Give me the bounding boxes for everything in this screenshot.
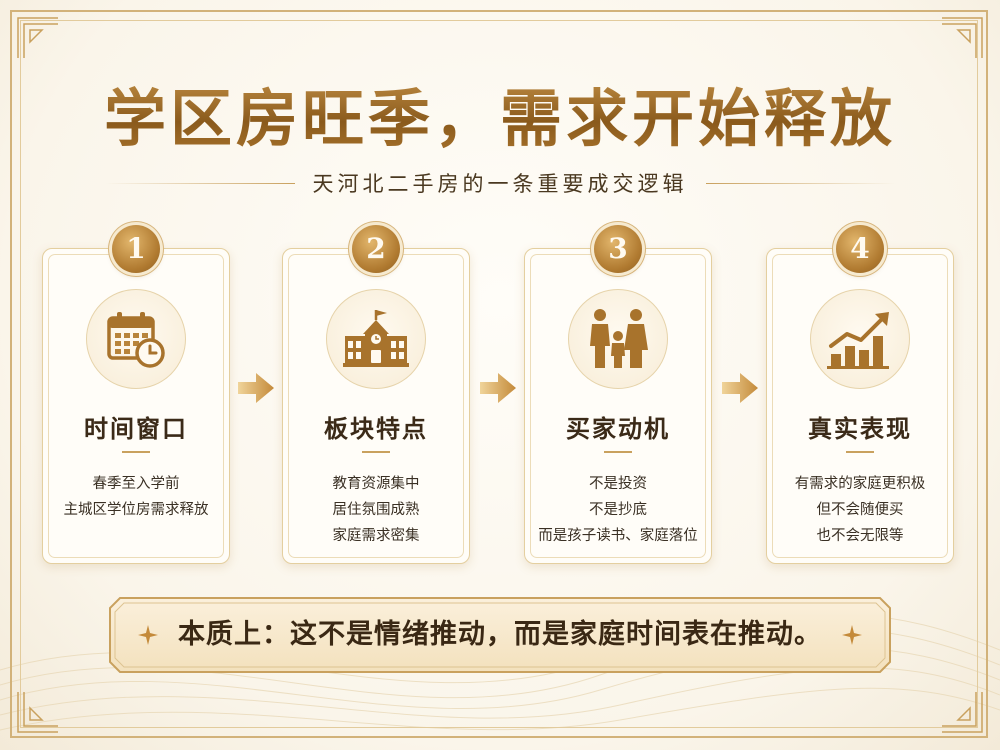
sparkle-icon [138,625,158,645]
subtitle-line-left [104,182,295,184]
card-line: 主城区学位房需求释放 [63,502,209,518]
banner-frame [109,597,891,673]
card-line: 而是孩子读书、家庭落位 [538,528,698,544]
rising-bar-chart-icon [827,312,889,369]
card-line: 家庭需求密集 [332,528,420,544]
step-number-badge: 4 [836,225,884,273]
arrow-right-icon [236,368,276,408]
card-description: 有需求的家庭更积极 但不会随便买 也不会无限等 [767,471,953,549]
icon-circle [810,289,910,389]
page-subtitle: 天河北二手房的一条重要成交逻辑 [312,172,688,196]
step-card-4: 4 真实表现 有需求的家庭更积极 但不会随便买 也不会无限等 [766,225,954,564]
arrow-right-icon [720,368,760,408]
subtitle-line-right [705,182,896,184]
subtitle-row: 天河北二手房的一条重要成交逻辑 [0,168,1000,198]
step-number-badge: 2 [352,225,400,273]
card-line: 但不会随便买 [816,502,904,518]
page-title: 学区房旺季，需求开始释放 [0,68,1000,158]
step-card-3: 3 买家动机 不是投资 不是抄底 而是孩子读书、家庭落位 [524,225,712,564]
inner-border [20,20,978,728]
school-building-icon [343,310,409,367]
card-line: 教育资源集中 [332,476,420,492]
card-line: 不是抄底 [589,502,647,518]
calendar-clock-icon [107,312,165,368]
card-divider [362,451,390,453]
outer-border [10,10,988,738]
corner-ornament-icon [938,688,986,736]
corner-ornament-icon [14,688,62,736]
step-number-badge: 1 [112,225,160,273]
step-card-1: 1 时间窗口 春季至入学前 主城区学位房需求释放 [42,225,230,564]
card-line: 不是投资 [589,476,647,492]
card-title: 真实表现 [808,414,912,443]
icon-circle [326,289,426,389]
card-title: 板块特点 [324,414,428,443]
sparkle-icon [842,625,862,645]
corner-ornament-icon [14,14,62,62]
family-icon [590,309,648,368]
icon-circle [86,289,186,389]
card-title: 时间窗口 [84,414,188,443]
step-number-badge: 3 [594,225,642,273]
arrow-right-icon [478,368,518,408]
card-description: 春季至入学前 主城区学位房需求释放 [43,471,229,523]
card-divider [604,451,632,453]
card-line: 居住氛围成熟 [332,502,420,518]
card-divider [122,451,150,453]
card-description: 不是投资 不是抄底 而是孩子读书、家庭落位 [525,471,711,549]
step-card-2: 2 板块特点 [282,225,470,564]
summary-banner: 本质上：这不是情绪推动，而是家庭时间表在推动。 [108,596,892,674]
corner-ornament-icon [938,14,986,62]
card-line: 春季至入学前 [92,476,180,492]
card-line: 也不会无限等 [816,528,904,544]
card-title: 买家动机 [566,414,670,443]
card-description: 教育资源集中 居住氛围成熟 家庭需求密集 [283,471,469,549]
banner-text: 本质上：这不是情绪推动，而是家庭时间表在推动。 [178,619,822,650]
card-line: 有需求的家庭更积极 [794,476,926,492]
icon-circle [568,289,668,389]
card-divider [846,451,874,453]
